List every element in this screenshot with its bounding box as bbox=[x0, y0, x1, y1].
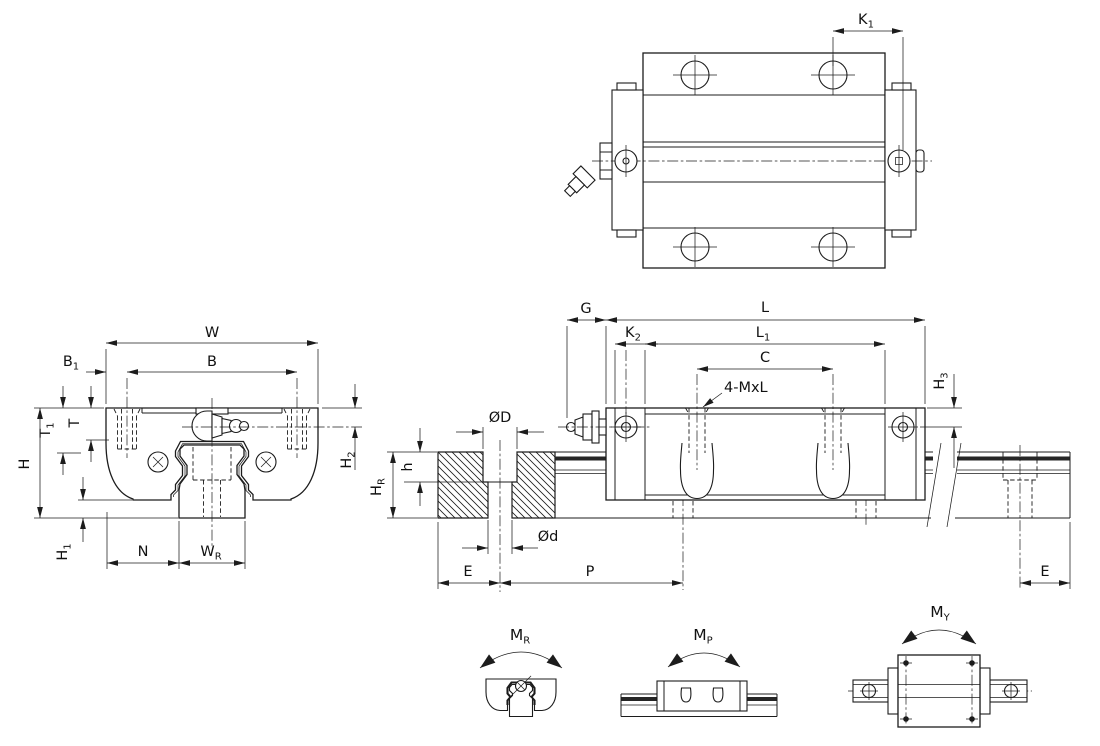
side-view: G L K2 L1 C 4-MxL bbox=[369, 300, 1071, 592]
dim-K1: K1 bbox=[832, 12, 904, 150]
roll-arrow bbox=[479, 651, 563, 669]
dim-H3: H3 bbox=[920, 372, 962, 468]
moment-label-MR: MR bbox=[510, 626, 530, 647]
dim-label-OD: ØD bbox=[489, 410, 512, 426]
dim-W: W bbox=[105, 325, 319, 404]
dim-Od: Ød bbox=[462, 520, 558, 554]
yaw-rail-left bbox=[852, 679, 889, 703]
break-line bbox=[946, 442, 962, 528]
dim-H1: H1 bbox=[55, 477, 132, 561]
dim-B-B1: B B1 bbox=[63, 354, 297, 375]
moment-label-MY: MY bbox=[930, 603, 950, 624]
hidden-counterbore-right bbox=[1002, 445, 1038, 590]
dim-label-C: C bbox=[760, 350, 770, 366]
dim-L1-K2: K2 L1 bbox=[614, 325, 886, 414]
break-line bbox=[926, 442, 942, 528]
dim-label-WR: WR bbox=[200, 544, 221, 563]
end-cap-screws-top bbox=[614, 145, 911, 177]
yaw-block-holes bbox=[900, 660, 978, 722]
dim-label-P: P bbox=[586, 564, 595, 580]
dim-N-WR: N WR bbox=[106, 512, 246, 569]
hidden-rail-hole-front bbox=[192, 447, 232, 517]
moment-roll: MR bbox=[479, 626, 563, 718]
grease-nipple-top bbox=[563, 142, 613, 198]
dim-label-H3: H3 bbox=[932, 372, 951, 389]
carriage-side bbox=[558, 407, 926, 501]
dim-HR: HR bbox=[369, 451, 437, 519]
dim-C: C bbox=[696, 350, 834, 470]
mounting-holes-top bbox=[673, 55, 855, 267]
dim-label-E-right: E bbox=[1040, 564, 1049, 580]
dim-label-Od: Ød bbox=[538, 529, 559, 545]
dim-H: H bbox=[17, 407, 178, 519]
dim-label-L: L bbox=[761, 300, 769, 316]
dim-label-B1: B1 bbox=[63, 354, 79, 373]
dim-label-L1: L1 bbox=[756, 325, 770, 344]
hidden-flange-holes bbox=[113, 378, 311, 458]
dim-OD: ØD bbox=[456, 410, 544, 449]
callout-4MxL: 4-MxL bbox=[702, 380, 768, 408]
yaw-arrow bbox=[901, 629, 977, 645]
yaw-rail-right bbox=[989, 679, 1028, 703]
top-view: K1 bbox=[563, 12, 932, 269]
dim-label-K1: K1 bbox=[858, 12, 874, 31]
grease-nipple-front bbox=[191, 407, 250, 442]
dim-label-H1: H1 bbox=[55, 543, 74, 560]
dim-G-L: G L bbox=[566, 300, 926, 418]
dim-label-H2: H2 bbox=[339, 451, 358, 468]
dim-E-P-E: E P E bbox=[437, 522, 1071, 589]
dim-H2: H2 bbox=[322, 384, 362, 470]
hidden-rail-holes-side bbox=[672, 495, 877, 590]
dim-label-4MxL: 4-MxL bbox=[724, 380, 768, 396]
dim-label-B: B bbox=[207, 354, 217, 370]
dim-label-K2: K2 bbox=[625, 325, 641, 344]
dim-label-H: H bbox=[17, 459, 33, 470]
dim-label-T: T bbox=[67, 418, 83, 428]
dim-h: h bbox=[400, 428, 483, 506]
dim-label-E-left: E bbox=[463, 564, 472, 580]
pitch-arrow bbox=[667, 652, 741, 668]
front-screws bbox=[147, 451, 277, 473]
dim-T-T1: T T1 bbox=[38, 386, 109, 475]
moment-label-MP: MP bbox=[693, 626, 712, 647]
front-view: W B B1 T T1 H H1 bbox=[17, 325, 362, 569]
dim-label-T1: T1 bbox=[38, 422, 57, 438]
dim-label-h: h bbox=[400, 462, 416, 471]
moment-yaw: MY bbox=[848, 603, 1032, 728]
dim-label-G: G bbox=[580, 301, 591, 317]
dim-label-N: N bbox=[138, 544, 149, 560]
dim-label-HR: HR bbox=[369, 478, 388, 496]
dim-label-W: W bbox=[205, 325, 219, 341]
moment-pitch: MP bbox=[620, 626, 778, 717]
